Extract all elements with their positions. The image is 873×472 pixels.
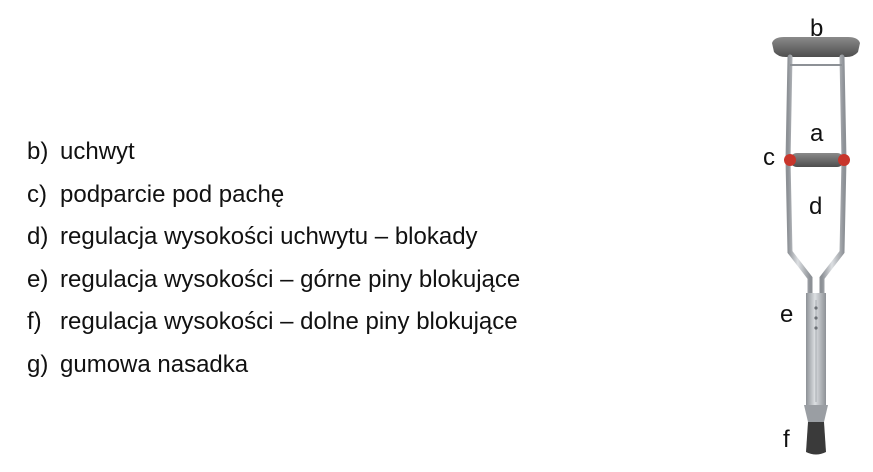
legend-text: regulacja wysokości uchwytu – blokady — [60, 223, 478, 250]
legend-item-g: g) gumowa nasadka — [27, 344, 520, 387]
legend-item-d: d) regulacja wysokości uchwytu – blokady — [27, 216, 520, 259]
part-label-a: a — [810, 120, 824, 147]
legend-text: uchwyt — [60, 138, 135, 165]
right-side-rail — [819, 54, 847, 298]
legend-key: g) — [27, 350, 49, 378]
legend-key: d) — [27, 223, 49, 250]
legend-item-b: b) uchwyt — [27, 131, 520, 174]
legend-key: e) — [27, 265, 49, 293]
adjustment-hole — [814, 306, 818, 310]
rubber-tip — [806, 422, 826, 455]
legend-key: b) — [27, 138, 49, 165]
part-label-b: b — [810, 15, 824, 42]
part-label-c: c — [763, 144, 775, 171]
crutch-figure: b a c d e f — [750, 10, 873, 470]
underarm-pad — [772, 37, 860, 57]
legend-text: regulacja wysokości – dolne piny blokują… — [60, 308, 518, 335]
part-label-d: d — [809, 193, 823, 220]
right-grip-pin — [838, 154, 850, 166]
legend-item-c: c) podparcie pod pachę — [27, 174, 520, 217]
adjustment-hole — [814, 316, 818, 320]
part-label-f: f — [783, 426, 790, 453]
legend-item-e: e) regulacja wysokości – górne piny blok… — [27, 259, 520, 302]
tip-collar — [804, 405, 828, 422]
left-side-rail — [785, 54, 813, 298]
hand-grip — [790, 153, 844, 167]
legend-text: podparcie pod pachę — [60, 180, 285, 208]
part-label-e: e — [780, 301, 794, 328]
legend-key: c) — [27, 180, 47, 208]
left-grip-pin — [784, 154, 796, 166]
legend-item-f: f) regulacja wysokości – dolne piny blok… — [27, 301, 520, 344]
adjustment-hole — [814, 326, 818, 330]
legend-text: gumowa nasadka — [60, 350, 249, 378]
legend-key: f) — [27, 308, 42, 335]
legend-text: regulacja wysokości – górne piny blokują… — [60, 265, 521, 293]
legend-list: b) uchwyt c) podparcie pod pachę d) regu… — [27, 131, 520, 386]
crutch-illustration — [772, 37, 860, 455]
